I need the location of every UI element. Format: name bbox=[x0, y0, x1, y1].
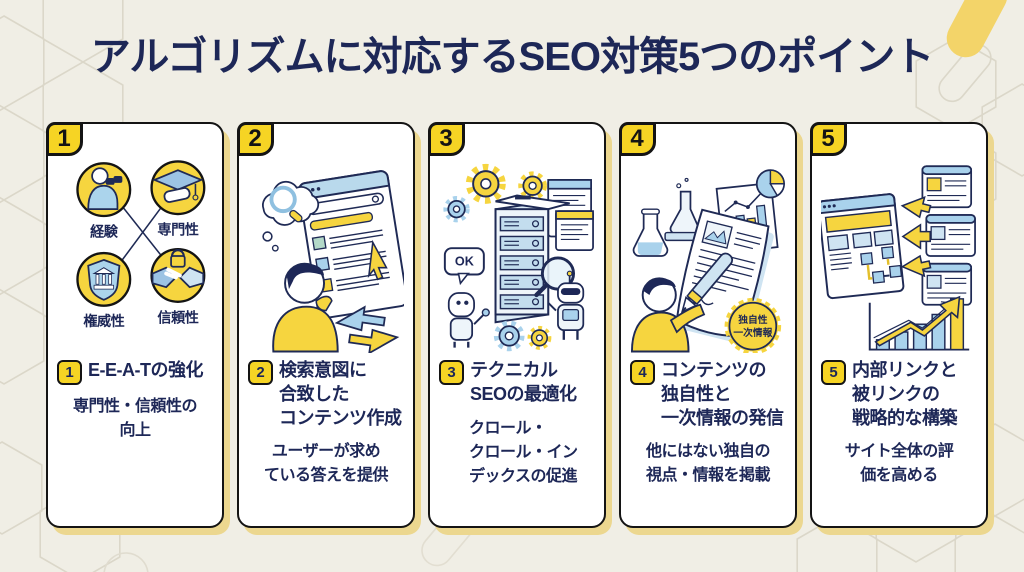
eeat-label-experience: 経験 bbox=[90, 223, 119, 239]
heading-number-badge: 1 bbox=[57, 360, 82, 385]
card-heading: E-E-A-Tの強化 bbox=[88, 360, 204, 380]
eeat-illustration: 経験 専門性 権威性 信頼性 bbox=[57, 152, 213, 357]
gear-icon bbox=[527, 325, 552, 350]
card-links: 5 bbox=[809, 121, 988, 528]
card-heading-row: 3 テクニカル SEOの最適化 bbox=[439, 359, 595, 407]
flask-icon bbox=[632, 207, 669, 257]
technical-seo-illustration: OK bbox=[439, 152, 595, 357]
originality-seal-badge: 独自性 一次情報 bbox=[724, 297, 782, 353]
card-number-badge: 3 bbox=[427, 121, 465, 156]
server-icon bbox=[494, 194, 570, 323]
exchange-arrows-icon bbox=[334, 304, 400, 353]
seal-line2: 一次情報 bbox=[733, 325, 772, 338]
card-heading-row: 4 コンテンツの 独自性と 一次情報の発信 bbox=[630, 359, 786, 430]
card-number-badge: 1 bbox=[45, 121, 83, 156]
writing-person-icon bbox=[630, 276, 706, 352]
eeat-label-authoritativeness: 権威性 bbox=[83, 313, 124, 329]
cards-row: 1 bbox=[45, 121, 988, 528]
gear-icon bbox=[443, 195, 470, 222]
growth-chart-icon bbox=[868, 295, 970, 351]
card-heading-row: 5 内部リンクと 被リンクの 戦略的な構築 bbox=[821, 359, 977, 430]
card-number-badge: 4 bbox=[618, 121, 656, 156]
gear-icon bbox=[465, 163, 506, 204]
card-heading-row: 1 E-E-A-Tの強化 bbox=[57, 359, 213, 385]
page-title: アルゴリズムに対応するSEO対策5つのポイント bbox=[90, 35, 935, 79]
card-description: サイト全体の評 価を高める bbox=[844, 443, 954, 485]
gear-icon bbox=[518, 170, 547, 200]
cross-link-lines bbox=[118, 202, 167, 264]
heading-number-badge: 5 bbox=[821, 360, 846, 385]
eeat-label-expertise: 専門性 bbox=[157, 221, 198, 237]
main-site-window-icon bbox=[821, 192, 905, 299]
card-description: 専門性・信頼性の 向上 bbox=[72, 398, 198, 439]
search-intent-illustration bbox=[248, 152, 404, 357]
code-window-icon bbox=[547, 178, 594, 251]
card-originality: 4 bbox=[618, 121, 797, 528]
card-number-badge: 2 bbox=[236, 121, 274, 156]
binoculars-icon bbox=[76, 161, 132, 217]
robot-icon bbox=[447, 291, 490, 348]
card-description: 他にはない独自の 視点・情報を掲載 bbox=[645, 443, 771, 485]
graduation-cap-icon bbox=[150, 159, 206, 215]
thinking-person-icon bbox=[272, 262, 339, 352]
handshake-lock-icon bbox=[150, 247, 206, 303]
card-technical-seo: 3 bbox=[427, 121, 606, 528]
card-eeat: 1 bbox=[45, 121, 224, 528]
external-site-window-icon bbox=[921, 262, 973, 306]
card-number-badge: 5 bbox=[809, 121, 847, 156]
eeat-label-trustworthiness: 信頼性 bbox=[157, 309, 198, 325]
thought-bubble-icon bbox=[262, 180, 320, 252]
card-description: ユーザーが求め ている答えを提供 bbox=[263, 443, 389, 485]
seal-line1: 独自性 bbox=[738, 313, 767, 326]
heading-number-badge: 4 bbox=[630, 360, 655, 385]
card-heading: テクニカル SEOの最適化 bbox=[470, 360, 577, 404]
external-site-window-icon bbox=[921, 164, 973, 208]
pen-icon bbox=[680, 252, 734, 313]
heading-number-badge: 2 bbox=[248, 360, 273, 385]
external-site-window-icon bbox=[925, 213, 976, 257]
heading-number-badge: 3 bbox=[439, 360, 464, 385]
gear-icon bbox=[493, 320, 525, 351]
robot-icon bbox=[547, 270, 585, 340]
magnifier-icon bbox=[269, 185, 303, 222]
card-heading: コンテンツの 独自性と 一次情報の発信 bbox=[661, 360, 784, 428]
card-heading: 検索意図に 合致した コンテンツ作成 bbox=[279, 360, 402, 428]
link-arrows-icon bbox=[900, 195, 932, 277]
shield-icon bbox=[76, 251, 132, 307]
card-heading-row: 2 検索意図に 合致した コンテンツ作成 bbox=[248, 359, 404, 430]
cursor-icon bbox=[367, 239, 388, 280]
originality-illustration: 独自性 一次情報 bbox=[630, 152, 786, 357]
card-description: クロール・ クロール・イン デックスの促進 bbox=[469, 419, 578, 485]
link-building-illustration bbox=[821, 152, 977, 357]
ok-label: OK bbox=[455, 254, 475, 268]
card-search-intent: 2 bbox=[236, 121, 415, 528]
card-heading: 内部リンクと 被リンクの 戦略的な構築 bbox=[852, 360, 958, 428]
pie-chart-icon bbox=[755, 168, 785, 198]
ok-speech-bubble-icon: OK bbox=[443, 246, 485, 285]
sitemap-flow-icon bbox=[860, 245, 903, 284]
hexagon-cluster-top-right bbox=[915, 37, 1024, 223]
